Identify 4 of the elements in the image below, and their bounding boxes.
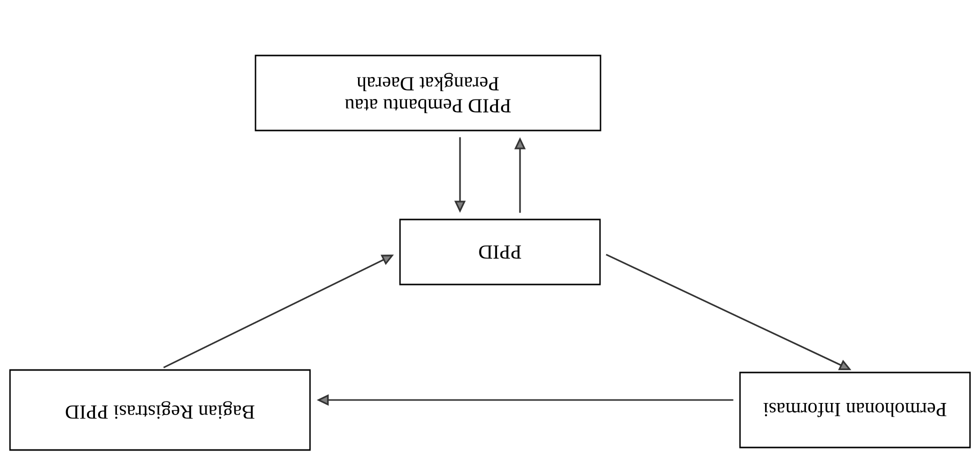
process-box: PPID — [399, 218, 601, 286]
process-box: PPID Pembantu atau Perangkat Daerah — [254, 54, 602, 132]
process-box: Bagian Registrasi PPID — [9, 369, 311, 451]
process-box: Permohonan Informasi — [739, 372, 971, 448]
